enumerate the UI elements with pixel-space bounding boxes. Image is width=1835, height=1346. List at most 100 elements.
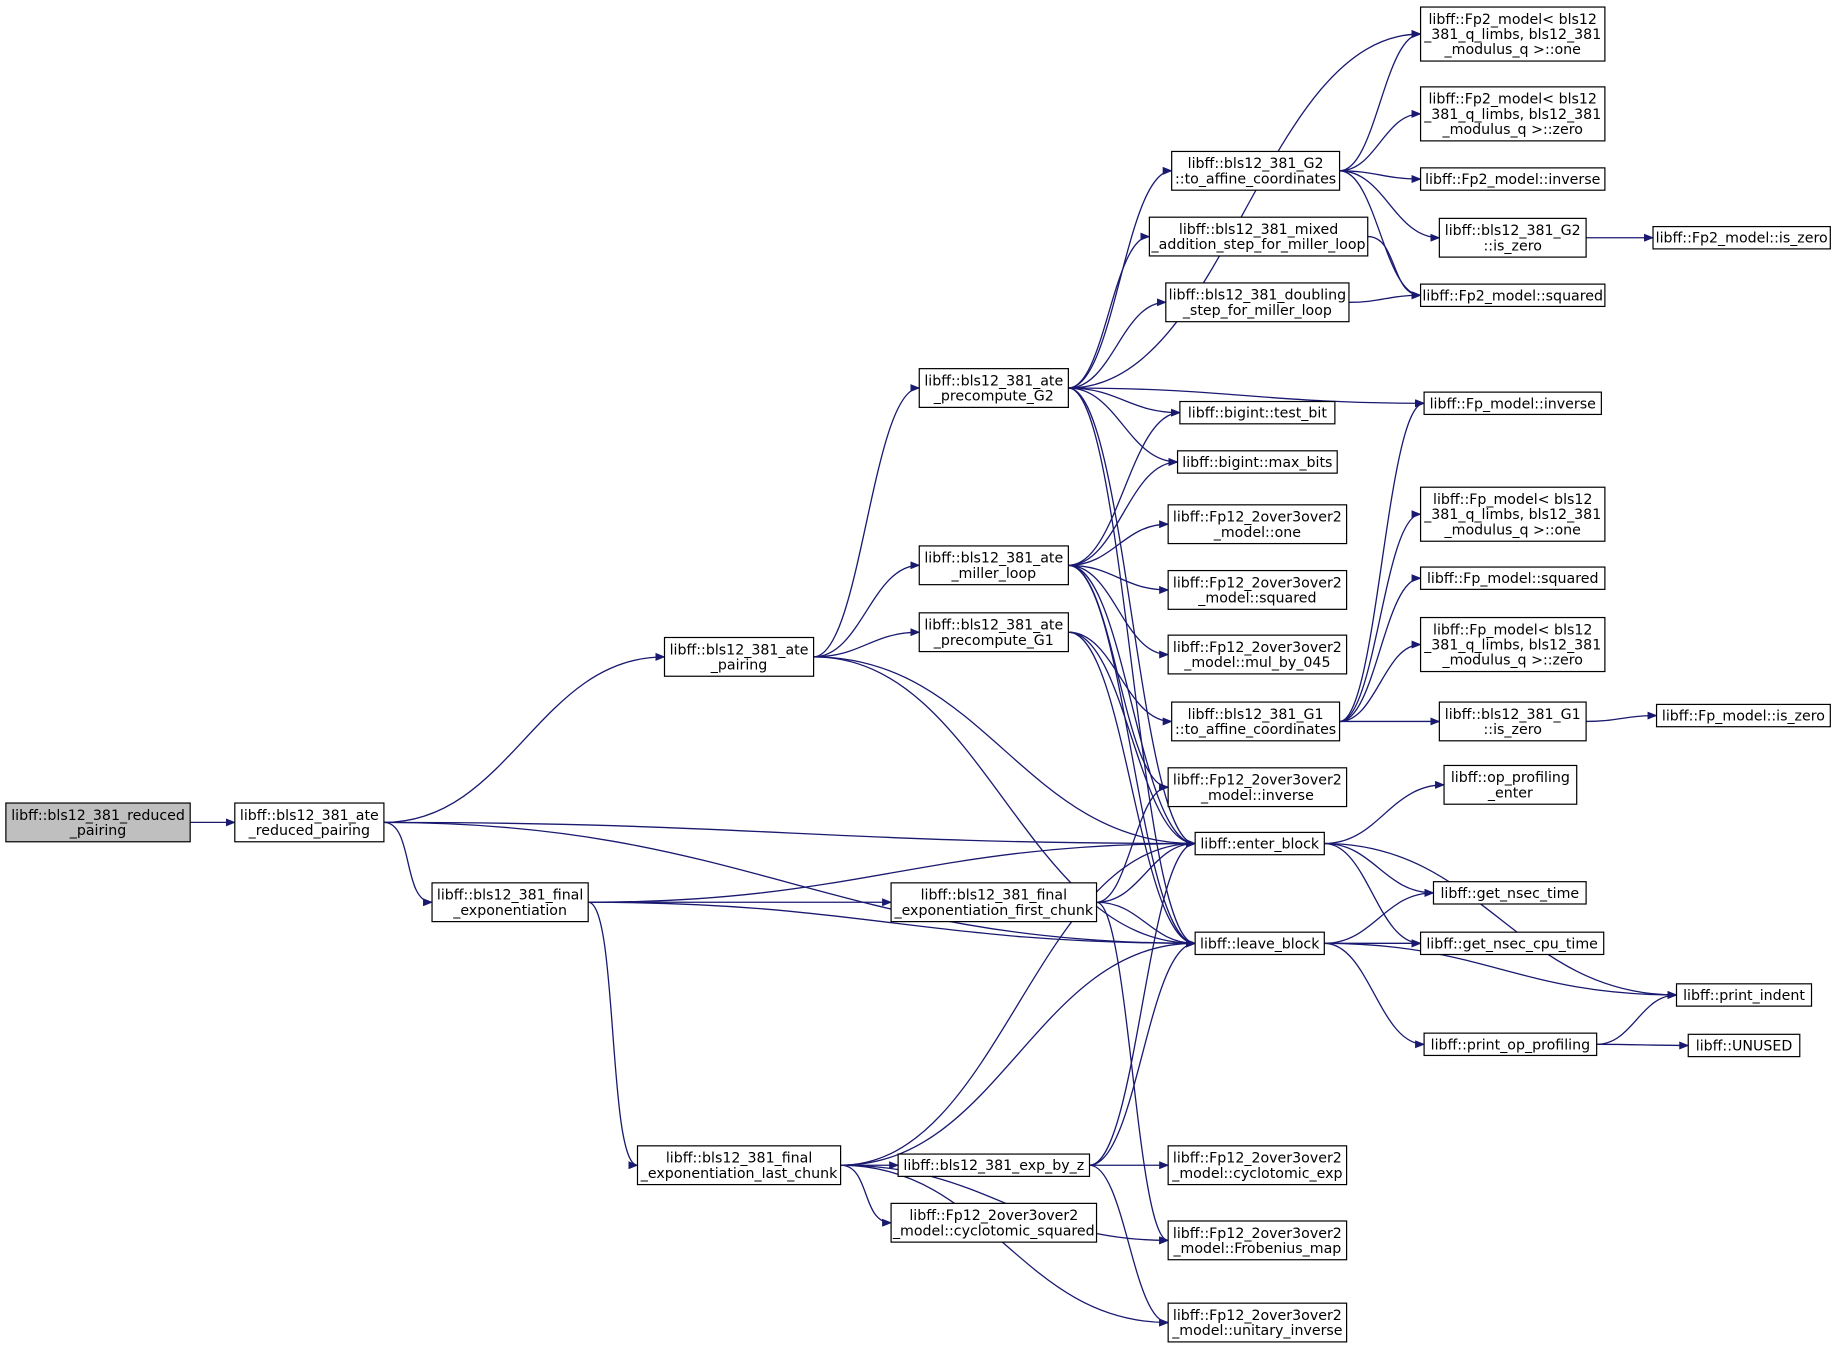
node-label-line: libff::Fp12_2over3over2: [1173, 1308, 1342, 1324]
call-edge-ate_pairing-to-leave_block: [813, 656, 1197, 948]
node-box: [1419, 616, 1606, 673]
node-box: [1167, 1145, 1348, 1186]
node-box: [918, 545, 1069, 586]
call-edge-ate_precompute_g1-to-leave_block: [1068, 631, 1197, 948]
call-edge-ate_precompute_g2-to-bigint_test_bit: [1068, 387, 1181, 417]
node-label-line: _step_for_miller_loop: [1182, 303, 1332, 319]
call-edge-ate_precompute_g2-to-g2_to_affine: [1068, 166, 1173, 389]
node-box: [1419, 167, 1606, 191]
node-box: [1167, 1302, 1348, 1343]
node-box: [1148, 216, 1369, 257]
node-fp_zero[interactable]: libff::Fp_model< bls12_381_q_limbs, bls1…: [1419, 616, 1606, 673]
node-exp_by_z[interactable]: libff::bls12_381_exp_by_z: [897, 1153, 1091, 1177]
node-fp_is_zero[interactable]: libff::Fp_model::is_zero: [1655, 703, 1831, 728]
node-g1_is_zero[interactable]: libff::bls12_381_G1::is_zero: [1438, 701, 1587, 742]
node-leave_block[interactable]: libff::leave_block: [1194, 931, 1325, 956]
node-label-line: libff::bls12_381_ate: [240, 808, 379, 824]
node-print_op_profiling[interactable]: libff::print_op_profiling: [1423, 1032, 1598, 1057]
call-edge-final_exp_first_chunk-to-enter_block: [1096, 839, 1197, 903]
node-final_exp_last_chunk[interactable]: libff::bls12_381_final_exponentiation_la…: [636, 1145, 842, 1186]
call-edge-g1_to_affine-to-fp_one: [1339, 510, 1422, 723]
node-get_nsec_cpu_time[interactable]: libff::get_nsec_cpu_time: [1419, 931, 1605, 956]
node-final_exponentiation[interactable]: libff::bls12_381_final_exponentiation: [431, 882, 589, 923]
call-edge-final_exponentiation-to-final_exp_last_chunk: [587, 901, 639, 1170]
node-fp2_zero[interactable]: libff::Fp2_model< bls12_381_q_limbs, bls…: [1419, 86, 1606, 142]
node-label-line: libff::bls12_381_final: [666, 1151, 812, 1167]
call-edge-print_op_profiling-to-print_indent: [1596, 990, 1678, 1045]
node-op_profiling_enter[interactable]: libff::op_profiling_enter: [1443, 764, 1578, 805]
call-edge-leave_block-to-print_op_profiling: [1324, 942, 1426, 1049]
node-print_indent[interactable]: libff::print_indent: [1675, 983, 1813, 1007]
node-fp12_unitary_inverse[interactable]: libff::Fp12_2over3over2_model::unitary_i…: [1167, 1302, 1348, 1343]
call-edge-ate_pairing-to-ate_precompute_g2: [813, 384, 921, 658]
call-edge-ate_precompute_g2-to-doubling_step: [1068, 298, 1167, 389]
node-box: [1176, 450, 1338, 474]
node-fp_inverse[interactable]: libff::Fp_model::inverse: [1423, 391, 1602, 416]
node-label-line: libff::Fp12_2over3over2: [1173, 510, 1342, 526]
call-edge-ate_pairing-to-enter_block: [813, 656, 1197, 848]
node-label-line: _381_q_limbs, bls12_381: [1423, 27, 1601, 43]
node-g2_is_zero[interactable]: libff::bls12_381_G2::is_zero: [1438, 217, 1587, 258]
node-box: [918, 368, 1069, 408]
node-label-line: _miller_loop: [950, 566, 1036, 582]
call-edge-mixed_addition_step-to-fp2_squared: [1367, 235, 1422, 300]
node-label-line: libff::bls12_381_ate: [924, 551, 1063, 567]
node-label-line: libff::bigint::test_bit: [1188, 406, 1328, 422]
node-box: [1194, 931, 1325, 956]
node-unused[interactable]: libff::UNUSED: [1687, 1033, 1801, 1058]
node-fp12_cyclotomic_exp[interactable]: libff::Fp12_2over3over2_model::cyclotomi…: [1167, 1145, 1348, 1186]
node-label-line: _precompute_G1: [933, 633, 1054, 649]
node-label-line: _modulus_q >::zero: [1442, 653, 1583, 669]
node-fp12_inverse[interactable]: libff::Fp12_2over3over2_model::inverse: [1167, 767, 1348, 808]
call-edge-g1_is_zero-to-fp_is_zero: [1586, 711, 1658, 723]
node-doubling_step[interactable]: libff::bls12_381_doubling_step_for_mille…: [1165, 282, 1350, 323]
node-label-line: libff::Fp_model< bls12: [1433, 622, 1592, 638]
node-label-line: _model::cyclotomic_squared: [892, 1223, 1095, 1239]
call-edge-ate_reduced_pairing-to-ate_pairing: [383, 652, 666, 824]
node-label-line: libff::bls12_381_final: [921, 888, 1067, 904]
node-fp12_cyclotomic_squared[interactable]: libff::Fp12_2over3over2_model::cyclotomi…: [890, 1202, 1098, 1243]
node-label-line: libff::bls12_381_ate: [924, 373, 1063, 389]
node-ate_precompute_g2[interactable]: libff::bls12_381_ate_precompute_G2: [918, 368, 1069, 408]
node-label-line: _exponentiation_last_chunk: [640, 1166, 838, 1182]
node-box: [1179, 400, 1336, 425]
call-edge-ate_miller_loop-to-enter_block: [1068, 564, 1197, 848]
node-bigint_max_bits[interactable]: libff::bigint::max_bits: [1176, 450, 1338, 474]
call-edge-g2_to_affine-to-fp2_squared: [1339, 170, 1422, 300]
node-g1_to_affine[interactable]: libff::bls12_381_G1::to_affine_coordinat…: [1171, 701, 1341, 742]
node-final_exp_first_chunk[interactable]: libff::bls12_381_final_exponentiation_fi…: [890, 882, 1098, 923]
node-box: [1419, 486, 1606, 542]
node-mixed_addition_step[interactable]: libff::bls12_381_mixed_addition_step_for…: [1148, 216, 1369, 257]
call-edges: [190, 30, 1690, 1327]
node-bigint_test_bit[interactable]: libff::bigint::test_bit: [1179, 400, 1336, 425]
node-fp_squared[interactable]: libff::Fp_model::squared: [1419, 566, 1606, 590]
node-label-line: _exponentiation: [452, 903, 567, 919]
node-box: [1194, 831, 1325, 856]
node-fp12_one[interactable]: libff::Fp12_2over3over2_model::one: [1167, 504, 1348, 545]
node-label-line: ::to_affine_coordinates: [1175, 171, 1336, 187]
node-label-line: _381_q_limbs, bls12_381: [1423, 638, 1601, 654]
call-edge-leave_block-to-get_nsec_time: [1324, 888, 1435, 944]
node-label-line: libff::Fp12_2over3over2: [1173, 640, 1342, 656]
node-fp12_frobenius_map[interactable]: libff::Fp12_2over3over2_model::Frobenius…: [1167, 1220, 1348, 1261]
node-fp2_inverse[interactable]: libff::Fp2_model::inverse: [1419, 167, 1606, 191]
node-enter_block[interactable]: libff::enter_block: [1194, 831, 1325, 856]
call-edge-ate_precompute_g1-to-g1_to_affine: [1068, 631, 1173, 726]
node-ate_pairing[interactable]: libff::bls12_381_ate_pairing: [663, 636, 815, 677]
node-fp2_one[interactable]: libff::Fp2_model< bls12_381_q_limbs, bls…: [1419, 6, 1606, 62]
node-fp2_is_zero[interactable]: libff::Fp2_model::is_zero: [1652, 225, 1831, 250]
node-ate_miller_loop[interactable]: libff::bls12_381_ate_miller_loop: [918, 545, 1069, 586]
call-edge-final_exp_first_chunk-to-fp12_inverse: [1096, 783, 1170, 903]
call-edge-print_op_profiling-to-unused: [1596, 1041, 1690, 1050]
node-ate_precompute_g1[interactable]: libff::bls12_381_ate_precompute_G1: [918, 612, 1069, 653]
node-box: [1419, 6, 1606, 62]
node-g2_to_affine[interactable]: libff::bls12_381_G2::to_affine_coordinat…: [1171, 150, 1341, 191]
node-fp12_mul_by_045[interactable]: libff::Fp12_2over3over2_model::mul_by_04…: [1167, 634, 1348, 675]
node-fp_one[interactable]: libff::Fp_model< bls12_381_q_limbs, bls1…: [1419, 486, 1606, 542]
call-edge-ate_miller_loop-to-fp12_one: [1068, 520, 1170, 566]
node-fp2_squared[interactable]: libff::Fp2_model::squared: [1419, 283, 1606, 308]
node-ate_reduced_pairing[interactable]: libff::bls12_381_ate_reduced_pairing: [234, 802, 385, 843]
node-get_nsec_time[interactable]: libff::get_nsec_time: [1432, 881, 1587, 905]
node-fp12_squared[interactable]: libff::Fp12_2over3over2_model::squared: [1167, 569, 1348, 610]
